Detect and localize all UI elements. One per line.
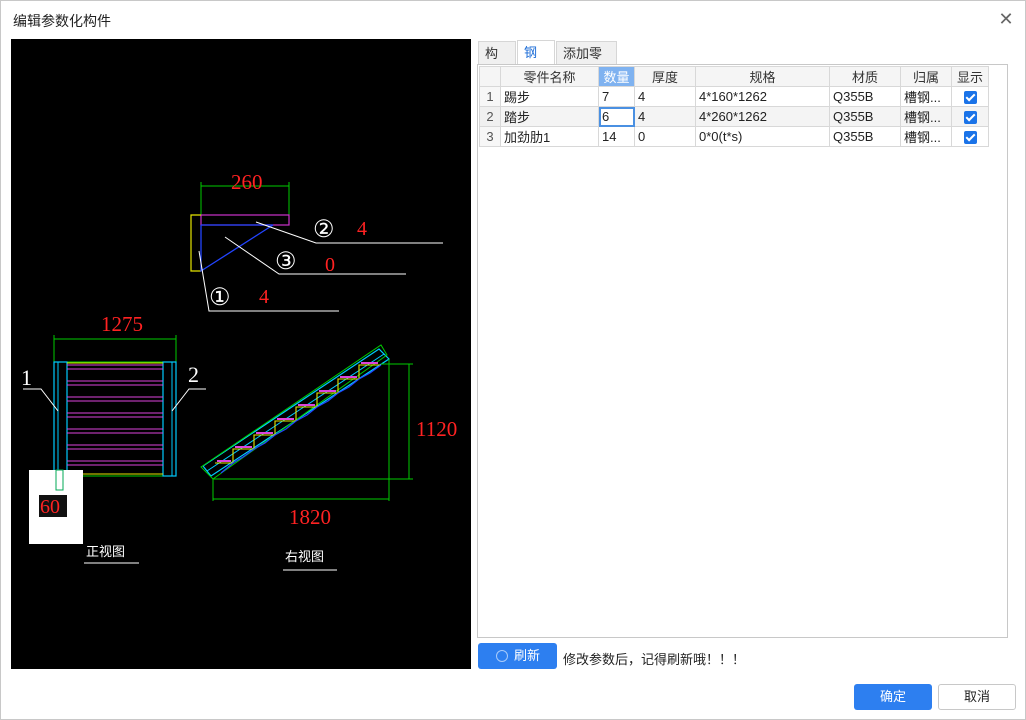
cell-name[interactable]: 踏步 xyxy=(500,106,599,127)
tab-add-part[interactable]: 添加零件 xyxy=(556,41,617,84)
show-checkbox[interactable] xyxy=(963,131,977,145)
tab-component[interactable]: 构件 xyxy=(478,41,516,84)
refresh-spinner-icon xyxy=(496,650,508,662)
label-1: 1 xyxy=(21,365,32,390)
cancel-button[interactable]: 取消 xyxy=(938,684,1016,710)
callout-2: ② xyxy=(313,217,335,243)
cell-owner[interactable]: 槽钢... xyxy=(900,86,952,107)
cell-show[interactable] xyxy=(951,106,989,127)
col-header-thickness[interactable]: 厚度 xyxy=(634,66,696,87)
header-corner xyxy=(479,66,501,87)
cell-spec[interactable]: 0*0(t*s) xyxy=(695,126,830,147)
col-header-qty[interactable]: 数量 xyxy=(598,66,635,87)
dim-1275: 1275 xyxy=(101,312,143,336)
dim-60: 60 xyxy=(40,496,60,518)
row-number: 3 xyxy=(479,126,501,147)
cell-owner[interactable]: 槽钢... xyxy=(900,126,952,147)
callout-2-value: 4 xyxy=(357,218,367,240)
row-number: 2 xyxy=(479,106,501,127)
callout-1: ① xyxy=(209,285,231,311)
table-header: 零件名称 数量 厚度 规格 材质 归属 显示 xyxy=(479,66,989,87)
col-header-name[interactable]: 零件名称 xyxy=(500,66,599,87)
cell-material[interactable]: Q355B xyxy=(829,106,901,127)
refresh-hint: 修改参数后，记得刷新哦！！！ xyxy=(563,652,746,667)
dialog-title: 编辑参数化构件 xyxy=(13,13,111,29)
col-header-owner[interactable]: 归属 xyxy=(900,66,952,87)
tab-plate[interactable]: 钢板 xyxy=(517,40,555,83)
cell-thickness[interactable]: 4 xyxy=(634,86,696,107)
row-number: 1 xyxy=(479,86,501,107)
close-icon[interactable]: ✕ xyxy=(998,9,1014,29)
col-header-show[interactable]: 显示 xyxy=(951,66,989,87)
cell-owner[interactable]: 槽钢... xyxy=(900,106,952,127)
cell-spec[interactable]: 4*160*1262 xyxy=(695,86,830,107)
ok-button[interactable]: 确定 xyxy=(854,684,932,710)
front-view: 1275 xyxy=(21,312,206,564)
right-view-label: 右视图 xyxy=(285,549,324,564)
cell-qty[interactable]: 14 xyxy=(598,126,635,147)
label-2: 2 xyxy=(188,362,199,387)
dim-1120: 1120 xyxy=(416,417,457,441)
callout-3-value: 0 xyxy=(325,254,335,276)
detail-view: 260 ② 4 ③ 0 ① 4 xyxy=(190,170,443,312)
show-checkbox[interactable] xyxy=(963,111,977,125)
dim-1820: 1820 xyxy=(289,505,331,529)
cell-material[interactable]: Q355B xyxy=(829,86,901,107)
cell-show[interactable] xyxy=(951,126,989,147)
cell-thickness[interactable]: 0 xyxy=(634,126,696,147)
col-header-material[interactable]: 材质 xyxy=(829,66,901,87)
cell-material[interactable]: Q355B xyxy=(829,126,901,147)
col-header-spec[interactable]: 规格 xyxy=(695,66,830,87)
side-view: 1120 1820 右视图 xyxy=(200,344,457,571)
refresh-button[interactable]: 刷新 xyxy=(478,643,557,669)
table-row: 1 踢步 7 4 4*160*1262 Q355B 槽钢... xyxy=(479,86,989,107)
dim-260: 260 xyxy=(231,170,263,194)
table-row: 2 踏步 6 4 4*260*1262 Q355B 槽钢... xyxy=(479,106,989,127)
callout-3: ③ xyxy=(275,249,297,275)
cell-name[interactable]: 踢步 xyxy=(500,86,599,107)
front-view-label: 正视图 xyxy=(86,544,125,559)
cell-qty[interactable]: 7 xyxy=(598,86,635,107)
cell-show[interactable] xyxy=(951,86,989,107)
parts-panel: 零件名称 数量 厚度 规格 材质 归属 显示 1 踢步 7 4 4*160*12… xyxy=(477,64,1008,638)
refresh-label: 刷新 xyxy=(514,648,541,663)
cell-qty-editing[interactable]: 6 xyxy=(598,106,635,127)
show-checkbox[interactable] xyxy=(963,91,977,105)
title-bar: 编辑参数化构件 ✕ xyxy=(1,1,1025,37)
cad-canvas[interactable]: 260 ② 4 ③ 0 ① 4 xyxy=(11,39,471,669)
cell-thickness[interactable]: 4 xyxy=(634,106,696,127)
cell-spec[interactable]: 4*260*1262 xyxy=(695,106,830,127)
cell-name[interactable]: 加劲肋1 xyxy=(500,126,599,147)
parts-table: 零件名称 数量 厚度 规格 材质 归属 显示 1 踢步 7 4 4*160*12… xyxy=(479,66,989,147)
callout-1-value: 4 xyxy=(259,286,269,308)
table-row: 3 加劲肋1 14 0 0*0(t*s) Q355B 槽钢... xyxy=(479,126,989,147)
